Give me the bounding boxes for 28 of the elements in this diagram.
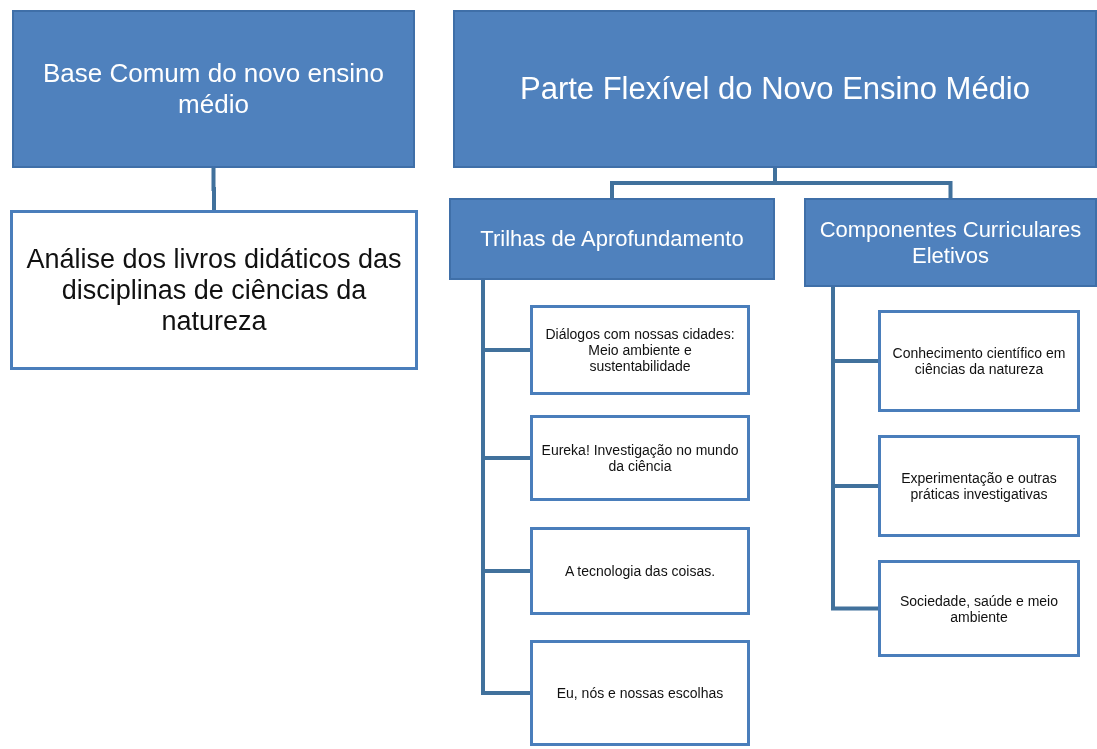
header-box [453, 10, 1097, 168]
box-label: Eureka! Investigação no mundo da ciência [541, 442, 739, 474]
connector-line [481, 280, 530, 695]
connector-line [211, 168, 216, 210]
topic-box [878, 560, 1080, 657]
topic-box [530, 527, 750, 615]
box-label: Parte Flexível do Novo Ensino Médio [519, 71, 1030, 107]
category-box [804, 198, 1097, 287]
box-label: Componentes Curriculares Eletivos [818, 216, 1083, 269]
topic-box [878, 435, 1080, 537]
box-label: Trilhas de Aprofundamento [480, 226, 744, 252]
box-label: Análise dos livros didáticos das disciplinas de ciências da natureza [25, 243, 403, 337]
content-box [10, 210, 418, 370]
category-box [449, 198, 775, 280]
topic-box [530, 415, 750, 501]
box-label: Conhecimento científico em ciências da natureza [891, 345, 1067, 377]
box-label: Base Comum do novo ensino médio [41, 58, 386, 120]
box-label: Experimentação e outras práticas investigativas [900, 470, 1058, 502]
connector-line [773, 168, 953, 198]
topic-box [530, 305, 750, 395]
box-label: Eu, nós e nossas escolhas [556, 685, 724, 701]
box-label: Sociedade, saúde e meio ambiente [899, 592, 1059, 625]
topic-box [530, 640, 750, 746]
box-label: A tecnologia das coisas. [564, 563, 716, 579]
connector-line [831, 287, 878, 611]
topic-box [878, 310, 1080, 412]
header-box [12, 10, 415, 168]
box-label: Diálogos com nossas cidades: Meio ambiente e sustentabilidade [544, 326, 736, 374]
